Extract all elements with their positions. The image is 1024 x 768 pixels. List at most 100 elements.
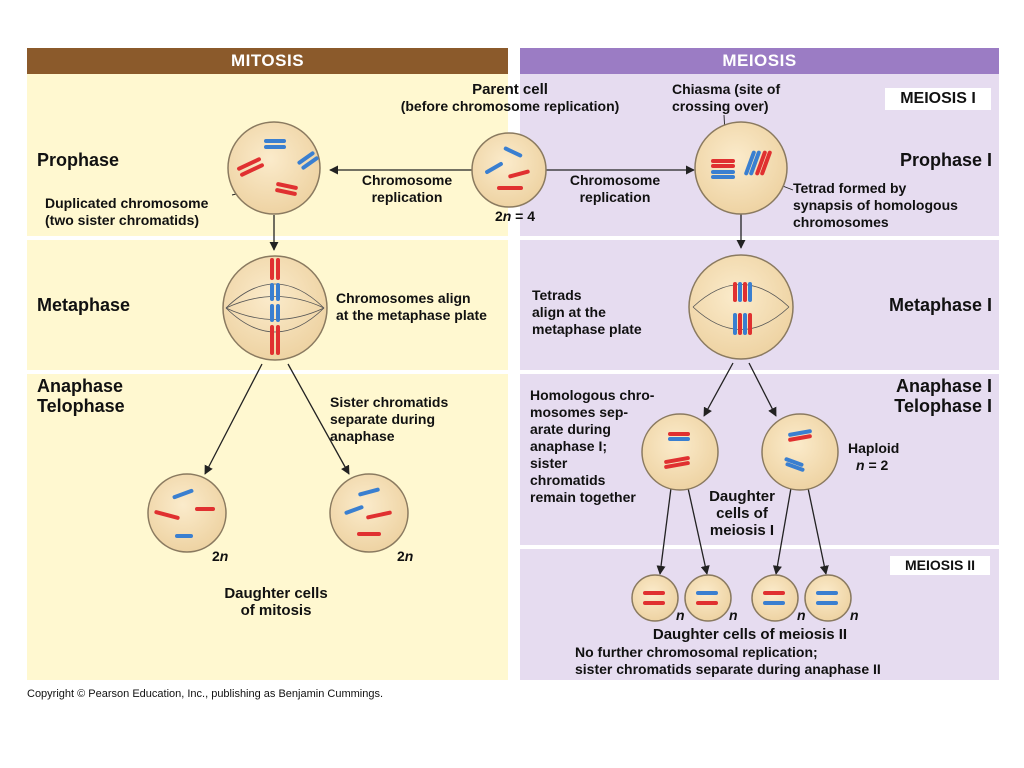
mitosis-anaphase-label: Anaphase xyxy=(37,376,124,396)
meiosis-prophase-cell xyxy=(694,121,788,215)
arrow-m1-right-to-d3 xyxy=(772,487,792,575)
meiosis2-daughter-cell-1 xyxy=(631,574,679,622)
meiosis1-left-chromosomes xyxy=(664,432,690,469)
meiosis2-daughter-cell-3 xyxy=(751,574,799,622)
parent-chromosomes xyxy=(485,146,530,190)
mitosis-header: MITOSIS xyxy=(27,48,508,74)
mitosis-prophase-label: Prophase xyxy=(37,150,120,170)
arrow-meio-metaphase-right xyxy=(748,362,777,417)
parent-cell-subtitle: (before chromosome replication) xyxy=(400,98,620,114)
arrow-meio-metaphase-left xyxy=(703,362,734,417)
tetrads-align-line3: metaphase plate xyxy=(532,321,642,337)
tetrads-align-line2: align at the xyxy=(532,304,606,320)
meiosis-separator-3 xyxy=(520,545,999,549)
meiosis1-right-chromosomes xyxy=(784,429,812,472)
mitosis-daughter-line2: of mitosis xyxy=(240,602,312,619)
mitosis-separate-line2: separate during xyxy=(330,411,436,427)
mitosis-separator-2 xyxy=(27,370,508,374)
meiosis1-daughter-line2: cells of xyxy=(716,505,768,522)
arrow-m1-left-to-d1 xyxy=(656,487,672,575)
meiosis-header: MEIOSIS xyxy=(520,48,999,74)
mitosis-spindle xyxy=(225,283,325,333)
meiosis-metaphase-chromosomes xyxy=(733,282,752,335)
homologous-line4: anaphase I; xyxy=(530,438,608,454)
meiosis2-daughter-cell-4 xyxy=(804,574,852,622)
parent-ploidy-val: = 4 xyxy=(511,208,536,224)
tetrad-line3: chromosomes xyxy=(793,214,889,230)
mitosis-align-line1: Chromosomes align xyxy=(336,290,471,306)
mitosis-separate-line3: anaphase xyxy=(330,428,395,444)
meiosis2-n-4: n xyxy=(850,607,859,623)
meiosis2-note-line2: sister chromatids separate during anapha… xyxy=(575,661,881,677)
meiosis2-box: MEIOSIS II xyxy=(890,556,990,575)
meiosis1-daughter-line1: Daughter xyxy=(709,488,775,505)
meiosis1-daughter-line3: meiosis I xyxy=(709,522,775,539)
meiosis-metaphase-cell xyxy=(688,254,794,360)
meiosis2-cell1-chromosomes xyxy=(643,591,665,605)
mitosis-daughter-left-chromosomes xyxy=(154,488,215,538)
meiosis-prophase-label: Prophase I xyxy=(899,150,992,170)
meiosis2-n-1: n xyxy=(676,607,685,623)
meiosis2-cell2-chromosomes xyxy=(696,591,718,605)
homologous-line3: arate during xyxy=(530,421,611,437)
meiosis2-daughter-cell-2 xyxy=(684,574,732,622)
mitosis-separate-line1: Sister chromatids xyxy=(330,394,449,410)
chiasma-line2: crossing over) xyxy=(672,98,769,114)
parent-cell xyxy=(471,132,547,208)
meiosis-replication-line2: replication xyxy=(579,189,651,205)
tetrad-line2: synapsis of homologous xyxy=(793,197,958,213)
meiosis-prophase-chromosomes xyxy=(711,150,772,179)
meiosis2-daughter-title: Daughter cells of meiosis II xyxy=(652,626,848,643)
mitosis-replication-line2: replication xyxy=(371,189,443,205)
meiosis-separator-1 xyxy=(520,236,999,240)
mitosis-daughter-right-chromosomes xyxy=(344,487,392,536)
mitosis-daughter-left-n: n xyxy=(219,548,229,564)
mitosis-separator-1 xyxy=(27,236,508,240)
arrow-mito-metaphase-right xyxy=(287,363,350,475)
mitosis-telophase-label: Telophase xyxy=(37,396,125,416)
homologous-line7: remain together xyxy=(530,489,636,505)
meiosis2-note-line1: No further chromosomal replication; xyxy=(575,644,818,660)
tetrads-align-line1: Tetrads xyxy=(532,287,582,303)
parent-cell-title: Parent cell xyxy=(472,81,548,98)
arrow-mito-metaphase-left xyxy=(204,363,263,475)
mitosis-daughter-right-ploidy: 2n xyxy=(397,548,413,565)
meiosis-separator-2 xyxy=(520,370,999,374)
meiosis1-daughter-cell-left xyxy=(641,413,719,491)
mitosis-dup-chromosome-line1: Duplicated chromosome xyxy=(45,195,209,211)
haploid-n: n xyxy=(856,457,865,473)
mitosis-dup-chromosome-line2: (two sister chromatids) xyxy=(45,212,200,228)
mitosis-daughter-line1: Daughter cells xyxy=(224,585,328,602)
mitosis-prophase-cell xyxy=(227,121,321,215)
haploid-val: = 2 xyxy=(864,457,889,473)
mitosis-align-line2: at the metaphase plate xyxy=(336,307,487,323)
mitosis-prophase-chromosomes xyxy=(237,139,319,196)
tetrad-line1: Tetrad formed by xyxy=(793,180,907,196)
mitosis-replication-line1: Chromosome xyxy=(361,172,453,188)
meiosis-replication-line1: Chromosome xyxy=(569,172,661,188)
meiosis1-box: MEIOSIS I xyxy=(885,88,991,110)
mitosis-daughter-right-n: n xyxy=(404,548,414,564)
arrow-m1-left-to-d2 xyxy=(687,487,710,575)
homologous-line2: mosomes sep- xyxy=(530,404,629,420)
mitosis-metaphase-chromosomes xyxy=(270,258,280,355)
mitosis-daughter-left-ploidy: 2n xyxy=(212,548,228,565)
meiosis2-cell3-chromosomes xyxy=(763,591,785,605)
homologous-line6: chromatids xyxy=(530,472,606,488)
meiosis2-n-3: n xyxy=(797,607,806,623)
meiosis2-n-2: n xyxy=(729,607,738,623)
haploid-ploidy: n = 2 xyxy=(856,457,888,474)
haploid-label: Haploid xyxy=(848,440,900,456)
meiosis1-daughter-cell-right xyxy=(761,413,839,491)
meiosis-telophase-label: Telophase I xyxy=(894,396,992,416)
mitosis-daughter-right-2: 2 xyxy=(397,548,405,564)
mitosis-metaphase-label: Metaphase xyxy=(37,295,131,315)
copyright: Copyright © Pearson Education, Inc., pub… xyxy=(27,688,384,700)
homologous-line5: sister xyxy=(530,455,568,471)
parent-ploidy: 2n = 4 xyxy=(480,208,550,225)
parent-ploidy-2: 2 xyxy=(494,208,503,224)
parent-ploidy-n: n xyxy=(502,208,512,224)
meiosis-metaphase-label: Metaphase I xyxy=(888,295,992,315)
mitosis-metaphase-cell xyxy=(222,255,328,361)
